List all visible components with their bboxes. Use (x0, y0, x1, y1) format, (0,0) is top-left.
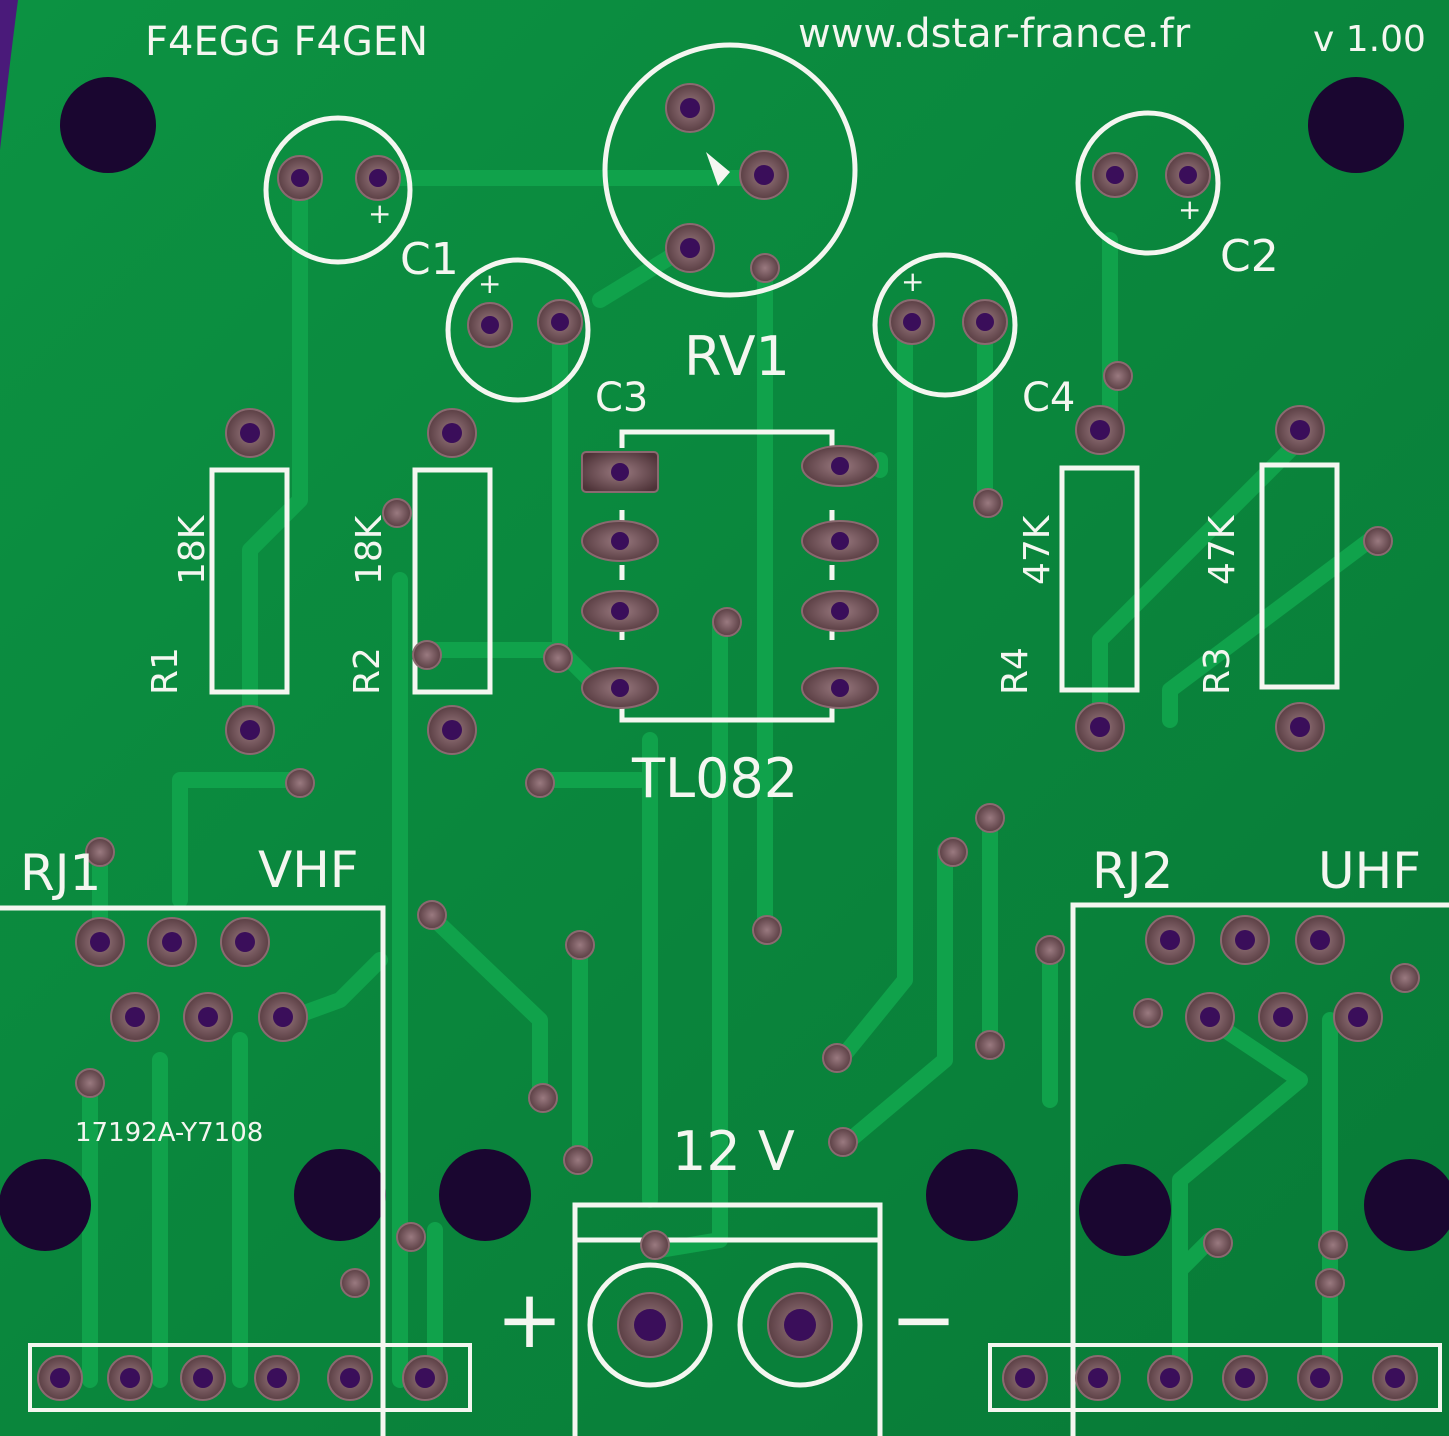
header-left-text: F4EGG F4GEN (145, 19, 429, 65)
silkscreen-outlines (0, 42, 1449, 1436)
through-hole-pads (37, 83, 1420, 1401)
rv1-wiper-icon (706, 152, 730, 186)
c4-plus-mark: + (901, 265, 925, 298)
ic-label: TL082 (632, 747, 799, 810)
mounting-holes (0, 77, 1449, 1256)
rj2-label: RJ2 (1092, 842, 1174, 900)
rv1-label: RV1 (684, 325, 790, 388)
power-label: 12 V (672, 1120, 795, 1183)
r3-label: R3 (1197, 647, 1238, 695)
c2-label: C2 (1220, 231, 1279, 282)
c4-label: C4 (1022, 375, 1076, 421)
r4-label: R4 (995, 647, 1036, 695)
power-plus-mark: + (496, 1273, 564, 1366)
header-version-text: v 1.00 (1313, 19, 1426, 60)
vhf-label: VHF (258, 841, 359, 899)
r2-value: 18K (349, 515, 390, 585)
r4-value: 47K (1017, 515, 1058, 585)
c1-plus-mark: + (368, 197, 392, 230)
uhf-label: UHF (1318, 842, 1421, 900)
r1-label: R1 (145, 647, 186, 695)
r3-value: 47K (1202, 515, 1243, 585)
c2-plus-mark: + (1178, 193, 1202, 226)
c3-plus-mark: + (478, 267, 502, 300)
r2-label: R2 (347, 647, 388, 695)
c1-label: C1 (400, 234, 459, 285)
part-number-label: 17192A-Y7108 (75, 1118, 264, 1148)
header-outlines (28, 1343, 1442, 1412)
c3-label: C3 (595, 375, 649, 421)
header-url-text: www.dstar-france.fr (798, 11, 1191, 57)
rj1-label: RJ1 (20, 844, 102, 902)
power-minus-mark: − (890, 1273, 958, 1366)
r1-value: 18K (172, 515, 213, 585)
